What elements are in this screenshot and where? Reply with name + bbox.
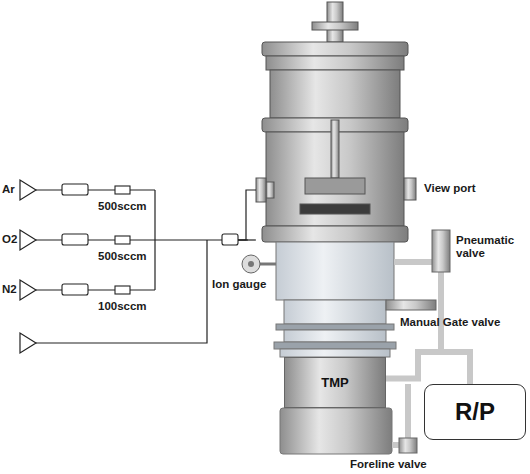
gas-name: Ar bbox=[2, 183, 15, 196]
gate-valve bbox=[386, 300, 436, 310]
part-name: Ion gauge bbox=[212, 278, 266, 291]
part-name: Pneumatic valve bbox=[456, 234, 526, 260]
pump-stack bbox=[274, 242, 396, 454]
rotary-pump-box: R/P bbox=[424, 384, 526, 440]
vacuum-line bbox=[386, 352, 470, 384]
vacuum-chamber bbox=[256, 2, 416, 242]
node-text: R/P bbox=[455, 398, 495, 426]
flow-rate: 100sccm bbox=[98, 300, 147, 313]
flow-rate: 500sccm bbox=[98, 200, 147, 213]
flow-rate: 500sccm bbox=[98, 250, 147, 263]
node-text: TMP bbox=[321, 375, 348, 390]
pneumatic-valve bbox=[394, 230, 450, 352]
gas-line bbox=[36, 190, 248, 343]
gas-line bbox=[238, 190, 256, 240]
gas-name: N2 bbox=[2, 283, 17, 296]
ion-gauge bbox=[242, 255, 276, 273]
part-name: Manual Gate valve bbox=[400, 316, 500, 329]
gas-source bbox=[20, 180, 36, 353]
foreline-valve bbox=[392, 384, 417, 453]
turbo-pump: TMP bbox=[284, 357, 386, 408]
gas-valve bbox=[62, 184, 238, 295]
gas-name: O2 bbox=[2, 233, 17, 246]
part-name: View port bbox=[424, 182, 476, 195]
part-name: Foreline valve bbox=[350, 458, 427, 471]
